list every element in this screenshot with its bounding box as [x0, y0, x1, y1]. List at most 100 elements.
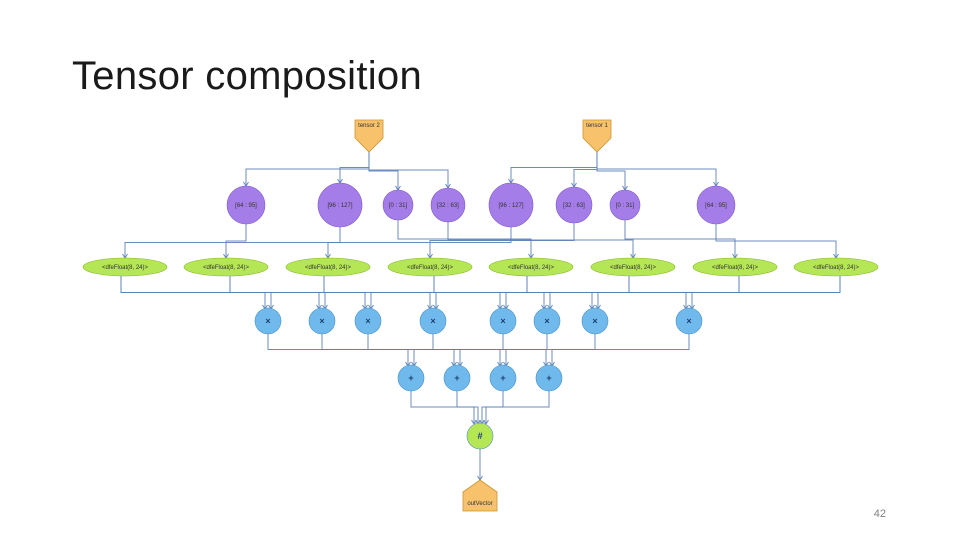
- cast-label: <dfeFloat(8, 24)>: [813, 265, 860, 271]
- slice-label: [32 : 63]: [563, 203, 585, 209]
- edge-a0-hash: [410, 390, 475, 424]
- edge-a0-hash-arrow: [471, 419, 477, 425]
- edge-a3-hash: [485, 390, 550, 424]
- add-node: +: [397, 364, 425, 392]
- edge-m3-a3: [432, 333, 547, 366]
- io-label: outVector: [467, 501, 492, 507]
- slice-label: [32 : 63]: [437, 203, 459, 209]
- edge-s6-c6: [624, 220, 736, 258]
- mul-node-circle: [581, 307, 609, 335]
- edge-s0-c1: [225, 224, 247, 258]
- cast-label: <dfeFloat(8, 24)>: [305, 265, 352, 271]
- cast-ellipse: [82, 257, 168, 277]
- add-node: +: [443, 364, 471, 392]
- edge-a3-hash-arrow: [483, 419, 489, 425]
- hash-node-label: #: [477, 431, 482, 441]
- slice-circle: [555, 186, 593, 224]
- cast-node: <dfeFloat(8, 24)>: [183, 257, 269, 277]
- mul-node-label: ×: [365, 316, 370, 326]
- mul-node-circle: [533, 307, 561, 335]
- cast-ellipse: [387, 257, 473, 277]
- edge-c0-m2: [120, 276, 366, 309]
- slide-title: Tensor composition: [72, 54, 423, 98]
- slice-label: [64 : 95]: [235, 203, 257, 209]
- slice-node: [0 : 31]: [609, 189, 641, 221]
- slice-circle: [226, 185, 266, 225]
- add-node-circle: [489, 364, 517, 392]
- mul-node: ×: [675, 307, 703, 335]
- slice-circle: [382, 189, 414, 221]
- add-node-label: +: [408, 373, 413, 383]
- slice-node: [96 : 127]: [317, 182, 363, 228]
- add-node-circle: [397, 364, 425, 392]
- cast-node: <dfeFloat(8, 24)>: [82, 257, 168, 277]
- mul-node: ×: [533, 307, 561, 335]
- mul-node: ×: [419, 307, 447, 335]
- cast-ellipse: [692, 257, 778, 277]
- cast-label: <dfeFloat(8, 24)>: [712, 265, 759, 271]
- slice-label: [96 : 127]: [327, 203, 352, 209]
- io-shape: [582, 119, 612, 153]
- hash-node-circle: [466, 422, 494, 450]
- edge-in2-s0: [245, 152, 370, 186]
- edge-s7-c7: [715, 224, 837, 258]
- slice-node: [32 : 63]: [430, 187, 466, 223]
- mul-node-circle: [354, 307, 382, 335]
- cast-label: <dfeFloat(8, 24)>: [407, 265, 454, 271]
- hash-node: #: [466, 422, 494, 450]
- edge-in2-s3: [368, 152, 449, 188]
- edge-s1-c2: [327, 227, 341, 258]
- mul-node-label: ×: [686, 316, 691, 326]
- graph-nodes: tensor 2 tensor 1 outVector [64 : 95] [96 : …: [82, 119, 879, 512]
- add-node-label: +: [500, 373, 505, 383]
- edge-m6-a2: [505, 333, 596, 366]
- cast-node: <dfeFloat(8, 24)>: [590, 257, 676, 277]
- io-shape: [462, 479, 498, 512]
- mul-node-label: ×: [265, 316, 270, 326]
- slice-circle: [488, 182, 534, 228]
- edge-c7-m7: [691, 276, 841, 309]
- mul-node-label: ×: [544, 316, 549, 326]
- edge-c2-m6: [323, 276, 593, 309]
- edge-m7-a3: [551, 333, 690, 366]
- add-node-circle: [443, 364, 471, 392]
- cast-node: <dfeFloat(8, 24)>: [285, 257, 371, 277]
- mul-node: ×: [308, 307, 336, 335]
- io-label: tensor 2: [358, 123, 380, 129]
- slice-node: [96 : 127]: [488, 182, 534, 228]
- mul-node-label: ×: [430, 316, 435, 326]
- slice-circle: [430, 187, 466, 223]
- add-node: +: [489, 364, 517, 392]
- slice-label: [96 : 127]: [498, 203, 523, 209]
- cast-ellipse: [285, 257, 371, 277]
- edge-s3-c5: [447, 222, 634, 258]
- cast-node: <dfeFloat(8, 24)>: [692, 257, 778, 277]
- edge-in1-s6: [596, 152, 626, 190]
- cast-node: <dfeFloat(8, 24)>: [387, 257, 473, 277]
- mul-node: ×: [354, 307, 382, 335]
- slice-label: [0 : 31]: [389, 203, 408, 209]
- slice-node: [0 : 31]: [382, 189, 414, 221]
- io-label: tensor 1: [586, 123, 608, 129]
- edge-s2-c4: [397, 220, 532, 258]
- cast-label: <dfeFloat(8, 24)>: [203, 265, 250, 271]
- page-number: 42: [873, 508, 886, 520]
- mul-node: ×: [254, 307, 282, 335]
- mul-node: ×: [489, 307, 517, 335]
- edge-a1-hash: [456, 390, 479, 424]
- cast-ellipse: [183, 257, 269, 277]
- add-node-circle: [535, 364, 563, 392]
- slice-label: [0 : 31]: [616, 203, 635, 209]
- mul-node-circle: [675, 307, 703, 335]
- add-node-label: +: [546, 373, 551, 383]
- cast-label: <dfeFloat(8, 24)>: [102, 265, 149, 271]
- cast-ellipse: [793, 257, 879, 277]
- slice-circle: [317, 182, 363, 228]
- mul-node: ×: [581, 307, 609, 335]
- cast-node: <dfeFloat(8, 24)>: [488, 257, 574, 277]
- slice-label: [64 : 95]: [705, 203, 727, 209]
- input-node-in1: tensor 1: [582, 119, 612, 153]
- add-node: +: [535, 364, 563, 392]
- mul-node-circle: [254, 307, 282, 335]
